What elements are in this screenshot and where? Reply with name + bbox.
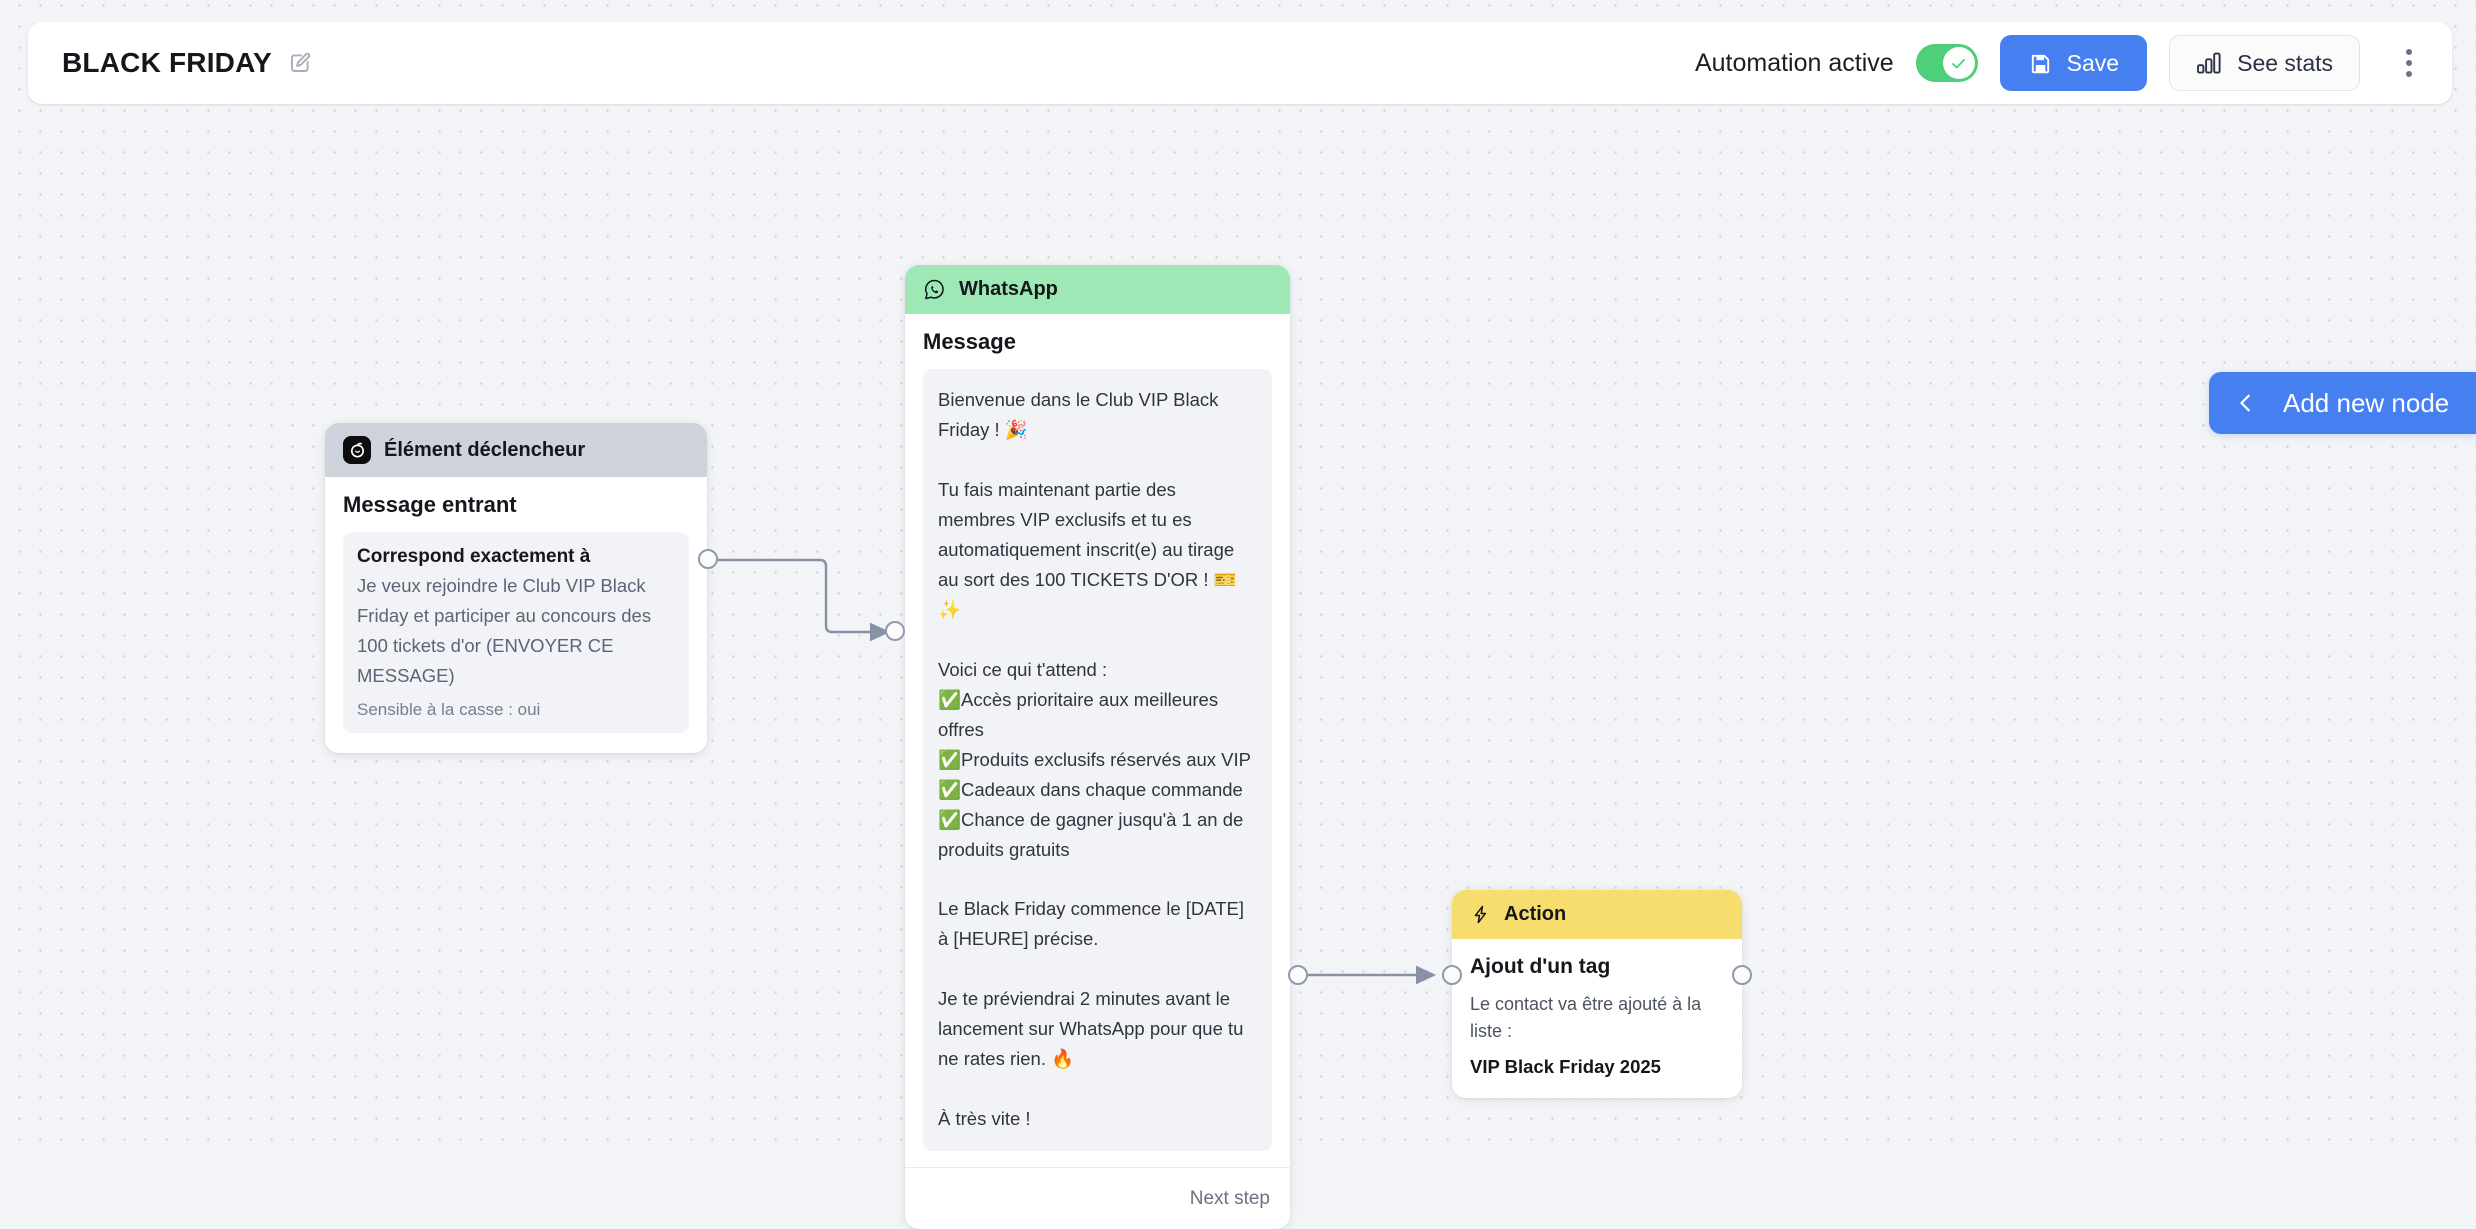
workflow-canvas[interactable]: Élément déclencheur Message entrant Corr… xyxy=(0,0,2476,1148)
whatsapp-node-body: Message Bienvenue dans le Club VIP Black… xyxy=(905,314,1290,1167)
trigger-heading: Message entrant xyxy=(343,492,689,518)
whatsapp-node-header: WhatsApp xyxy=(905,265,1290,314)
action-title: Ajout d'un tag xyxy=(1470,955,1724,979)
trigger-node-body: Message entrant Correspond exactement à … xyxy=(325,477,707,753)
condition-text: Je veux rejoindre le Club VIP Black Frid… xyxy=(357,571,675,691)
check-icon xyxy=(1949,54,1968,73)
top-toolbar: BLACK FRIDAY Automation active Save xyxy=(28,22,2452,104)
save-button[interactable]: Save xyxy=(2000,35,2147,91)
save-button-label: Save xyxy=(2067,50,2119,77)
action-node-title: Action xyxy=(1504,903,1566,926)
trigger-node-title: Élément déclencheur xyxy=(384,439,585,462)
action-node-header: Action xyxy=(1452,890,1742,939)
whatsapp-heading: Message xyxy=(923,329,1272,355)
lightning-bolt-icon xyxy=(1470,904,1491,925)
automation-active-label: Automation active xyxy=(1695,49,1894,78)
trigger-condition-panel[interactable]: Correspond exactement à Je veux rejoindr… xyxy=(343,532,689,733)
action-description: Le contact va être ajouté à la liste : xyxy=(1470,991,1724,1045)
page-title: BLACK FRIDAY xyxy=(62,47,272,79)
action-output-port[interactable] xyxy=(1732,965,1752,985)
trigger-node-header: Élément déclencheur xyxy=(325,423,707,477)
whatsapp-output-port[interactable] xyxy=(1288,965,1308,985)
automation-active-toggle[interactable] xyxy=(1916,44,1978,82)
whatsapp-node-title: WhatsApp xyxy=(959,278,1058,301)
kebab-dot xyxy=(2406,60,2412,66)
title-group: BLACK FRIDAY xyxy=(62,47,312,79)
pencil-square-icon[interactable] xyxy=(288,51,312,75)
see-stats-button[interactable]: See stats xyxy=(2169,35,2360,91)
whatsapp-input-port[interactable] xyxy=(885,621,905,641)
bar-chart-icon xyxy=(2196,51,2223,75)
kebab-dot xyxy=(2406,71,2412,77)
node-trigger[interactable]: Élément déclencheur Message entrant Corr… xyxy=(325,423,707,753)
edge-trigger-to-whatsapp xyxy=(718,560,888,632)
condition-title: Correspond exactement à xyxy=(357,546,675,568)
whatsapp-message-text[interactable]: Bienvenue dans le Club VIP Black Friday … xyxy=(923,369,1272,1151)
whatsapp-next-step-row: Next step xyxy=(905,1167,1290,1229)
toolbar-actions: Automation active Save See stats xyxy=(1695,35,2430,91)
node-whatsapp[interactable]: WhatsApp Message Bienvenue dans le Club … xyxy=(905,265,1290,1229)
trigger-app-icon xyxy=(343,436,371,464)
action-node-body: Ajout d'un tag Le contact va être ajouté… xyxy=(1452,939,1742,1098)
more-vertical-icon[interactable] xyxy=(2388,37,2430,89)
node-action[interactable]: Action Ajout d'un tag Le contact va être… xyxy=(1452,890,1742,1098)
trigger-output-port[interactable] xyxy=(698,549,718,569)
add-new-node-label: Add new node xyxy=(2283,388,2449,419)
next-step-label: Next step xyxy=(1190,1188,1270,1210)
add-new-node-button[interactable]: Add new node xyxy=(2209,372,2476,434)
action-input-port[interactable] xyxy=(1442,965,1462,985)
kebab-dot xyxy=(2406,49,2412,55)
condition-case-sensitivity: Sensible à la casse : oui xyxy=(357,700,675,720)
chevron-left-icon xyxy=(2235,392,2257,414)
floppy-disk-icon xyxy=(2028,51,2053,76)
toggle-knob xyxy=(1943,47,1975,79)
see-stats-button-label: See stats xyxy=(2237,50,2333,77)
whatsapp-icon xyxy=(923,278,946,301)
action-tag-value: VIP Black Friday 2025 xyxy=(1470,1056,1724,1078)
